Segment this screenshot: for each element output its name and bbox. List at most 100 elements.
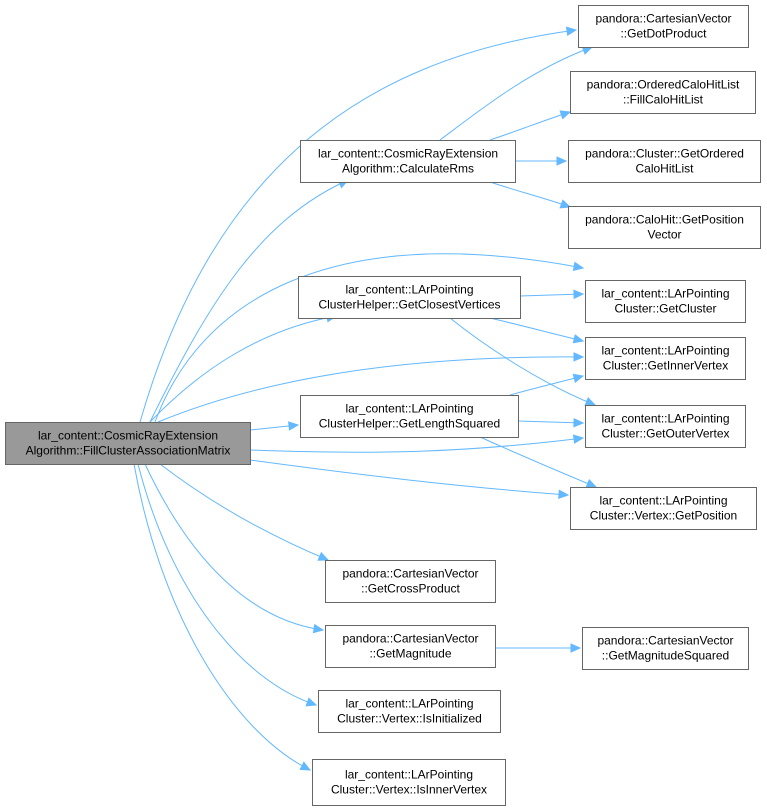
node-label-line: Cluster::Vertex::GetPosition — [590, 509, 737, 523]
edge-line — [139, 29, 577, 423]
edge-line — [449, 317, 596, 406]
arrow-head — [317, 551, 330, 561]
edge-calcrms-to-fillcalo — [489, 110, 572, 141]
node-box — [578, 5, 749, 48]
node-label-line: ::FillCaloHitList — [623, 93, 704, 107]
edge-line — [149, 315, 337, 423]
node-label-line: ClusterHelper::GetLengthSquared — [319, 417, 500, 431]
arrow-head — [288, 421, 300, 431]
edge-line — [517, 420, 584, 424]
node-outervert[interactable]: lar_content::LArPointingCluster::GetOute… — [585, 405, 746, 448]
node-label-line: pandora::CartesianVector — [342, 567, 478, 581]
node-magsq[interactable]: pandora::CartesianVector::GetMagnitudeSq… — [582, 627, 749, 670]
edge-line — [489, 181, 571, 208]
node-label-line: pandora::CaloHit::GetPosition — [585, 213, 744, 227]
edge-root-to-lengthsq — [249, 421, 300, 431]
arrow-head — [559, 110, 572, 120]
arrow-head — [565, 26, 578, 37]
edge-closestvert-to-outervert — [449, 317, 597, 406]
node-layer: lar_content::CosmicRayExtensionAlgorithm… — [5, 5, 761, 806]
edge-line — [439, 46, 593, 141]
node-label-line: Vector — [647, 228, 681, 242]
node-box — [568, 140, 761, 183]
edge-line — [249, 437, 584, 453]
arrow-head — [556, 156, 568, 166]
node-label-line: lar_content::LArPointing — [345, 402, 473, 416]
edge-line — [144, 463, 324, 631]
edge-calcrms-to-getposvec — [489, 181, 572, 209]
node-label-line: Cluster::Vertex::IsInnerVertex — [331, 783, 487, 797]
node-box — [582, 627, 749, 670]
node-label-line: Algorithm::CalculateRms — [342, 162, 474, 176]
edge-line — [149, 179, 349, 423]
edge-root-to-vertpos — [249, 459, 570, 500]
edge-root-to-getcluster — [154, 253, 585, 423]
node-label-line: pandora::Cluster::GetOrdered — [585, 147, 744, 161]
edge-line — [159, 463, 329, 561]
node-box — [312, 759, 506, 806]
edge-closestvert-to-innervert — [489, 317, 585, 344]
node-box — [5, 422, 251, 465]
arrow-head — [573, 289, 585, 300]
edge-line — [519, 293, 584, 297]
edge-calcrms-to-getdot — [439, 45, 594, 141]
node-label-line: pandora::OrderedCaloHitList — [587, 78, 740, 92]
arrow-head — [572, 261, 585, 271]
node-getdot[interactable]: pandora::CartesianVector::GetDotProduct — [578, 5, 749, 48]
edge-lengthsq-to-outervert — [517, 417, 585, 428]
node-label-line: lar_content::LArPointing — [601, 287, 729, 301]
node-isinner[interactable]: lar_content::LArPointingCluster::Vertex:… — [312, 759, 506, 806]
edge-lengthsq-to-innervert — [509, 373, 585, 396]
node-label-line: Cluster::GetInnerVertex — [603, 359, 728, 373]
edge-line — [249, 459, 569, 496]
node-closestvert[interactable]: lar_content::LArPointingClusterHelper::G… — [298, 276, 521, 319]
node-box — [585, 280, 746, 323]
arrow-head — [585, 478, 598, 488]
arrow-head — [559, 199, 572, 209]
node-fillcalo[interactable]: pandora::OrderedCaloHitList::FillCaloHit… — [570, 71, 756, 114]
edge-line — [479, 436, 597, 488]
node-lengthsq[interactable]: lar_content::LArPointingClusterHelper::G… — [300, 395, 519, 438]
arrow-head — [584, 396, 597, 406]
node-box — [298, 276, 521, 319]
node-label-line: pandora::CartesianVector — [597, 634, 733, 648]
edge-line — [137, 463, 317, 706]
edge-root-to-isinit — [137, 463, 318, 707]
edge-line — [509, 375, 584, 396]
node-box — [325, 560, 496, 603]
edge-root-to-cross — [159, 463, 330, 561]
edge-line — [133, 463, 311, 771]
node-label-line: pandora::CartesianVector — [342, 632, 478, 646]
node-box — [300, 140, 516, 183]
node-label-line: lar_content::CosmicRayExtension — [38, 429, 218, 443]
node-root[interactable]: lar_content::CosmicRayExtensionAlgorithm… — [5, 422, 251, 465]
node-label-line: Cluster::GetCluster — [614, 302, 716, 316]
node-box — [300, 395, 519, 438]
node-vertpos[interactable]: lar_content::LArPointingCluster::Vertex:… — [570, 487, 757, 530]
node-label-line: lar_content::LArPointing — [345, 768, 473, 782]
edge-line — [489, 317, 584, 342]
node-label-line: ::GetCrossProduct — [361, 582, 460, 596]
node-box — [570, 487, 757, 530]
node-innervert[interactable]: lar_content::LArPointingCluster::GetInne… — [585, 337, 746, 380]
node-label-line: ::GetMagnitude — [369, 647, 451, 661]
node-calcrms[interactable]: lar_content::CosmicRayExtensionAlgorithm… — [300, 140, 516, 183]
node-box — [318, 690, 501, 733]
edge-root-to-mag — [144, 463, 325, 634]
node-mag[interactable]: pandora::CartesianVector::GetMagnitude — [325, 625, 496, 668]
arrow-head — [558, 489, 570, 500]
node-isinit[interactable]: lar_content::LArPointingCluster::Vertex:… — [318, 690, 501, 733]
node-box — [585, 337, 746, 380]
node-getcluster[interactable]: lar_content::LArPointingCluster::GetClus… — [585, 280, 746, 323]
node-label-line: Algorithm::FillClusterAssociationMatrix — [26, 444, 231, 458]
arrow-head — [572, 434, 585, 444]
edge-closestvert-to-getcluster — [519, 289, 585, 300]
node-label-line: lar_content::CosmicRayExtension — [318, 147, 498, 161]
node-box — [570, 71, 756, 114]
node-label-line: pandora::CartesianVector — [595, 12, 731, 26]
node-cross[interactable]: pandora::CartesianVector::GetCrossProduc… — [325, 560, 496, 603]
edge-line — [157, 356, 584, 423]
